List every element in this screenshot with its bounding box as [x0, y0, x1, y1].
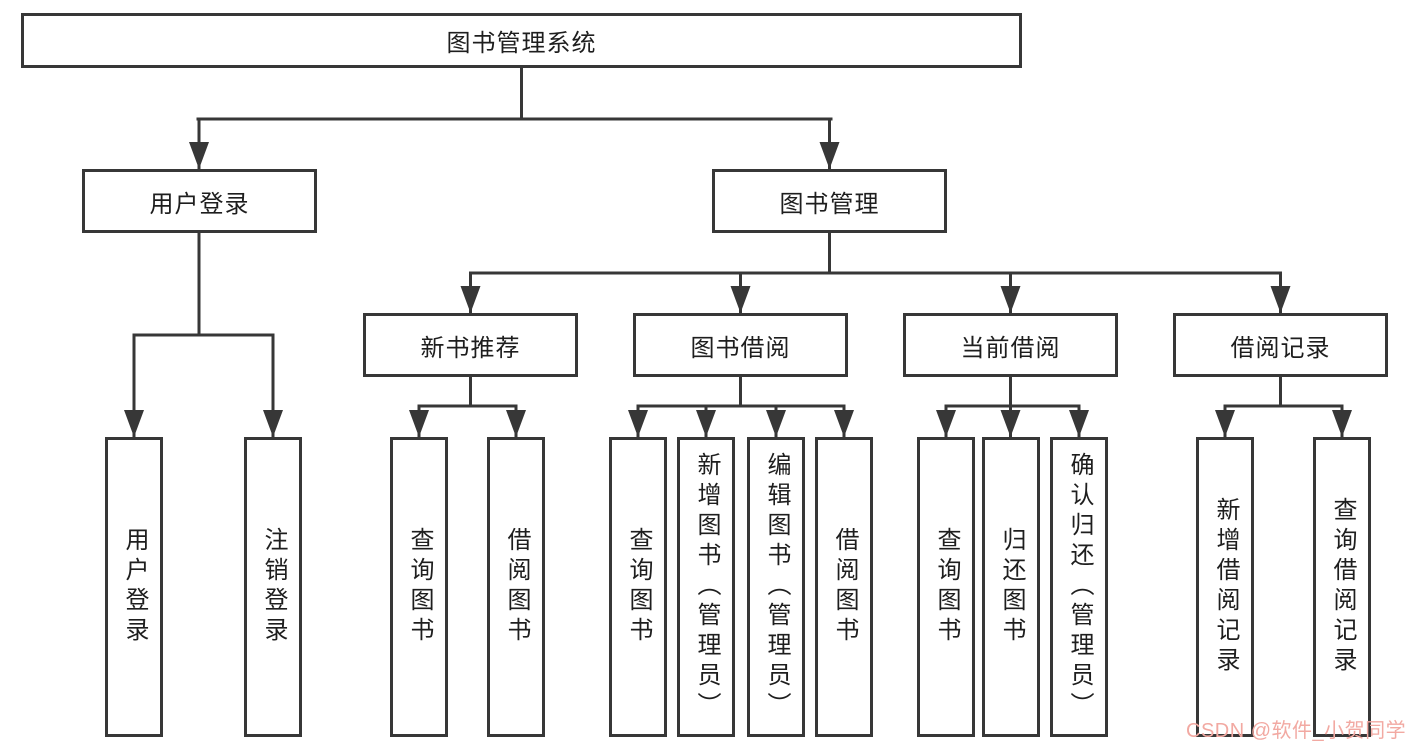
leaf-confirm-return-admin-label: 确认归还（管理员） — [1066, 452, 1093, 722]
node-book-borrowing-label: 图书借阅 — [690, 334, 791, 362]
node-user-login: 用户登录 — [82, 169, 317, 233]
leaf-query-books-recommend-label: 查询图书 — [406, 527, 433, 647]
node-borrowing-records: 借阅记录 — [1173, 313, 1388, 377]
node-book-borrowing: 图书借阅 — [633, 313, 848, 377]
leaf-return-book-label: 归还图书 — [998, 527, 1025, 647]
leaf-borrow-books-recommend: 借阅图书 — [487, 437, 545, 737]
leaf-user-login: 用户登录 — [105, 437, 163, 737]
leaf-query-borrow-record: 查询借阅记录 — [1313, 437, 1371, 737]
node-user-login-label: 用户登录 — [149, 190, 250, 218]
connector-book-mgmt-to-level3 — [469, 231, 1282, 315]
leaf-confirm-return-admin: 确认归还（管理员） — [1050, 437, 1108, 737]
watermark: CSDN @软件_小贺同学 — [1186, 720, 1405, 742]
connector-records-group — [1223, 375, 1344, 439]
arrowheads — [124, 142, 1352, 437]
leaf-add-book-admin: 新增图书（管理员） — [677, 437, 735, 737]
leaf-query-books-current: 查询图书 — [917, 437, 975, 737]
connector-new-book-group — [417, 375, 518, 439]
leaf-edit-book-admin-label: 编辑图书（管理员） — [763, 452, 790, 722]
leaf-borrow-books-label: 借阅图书 — [831, 527, 858, 647]
node-current-borrowing: 当前借阅 — [903, 313, 1118, 377]
leaf-add-borrow-record: 新增借阅记录 — [1196, 437, 1254, 737]
leaf-query-books-borrow-label: 查询图书 — [625, 527, 652, 647]
node-new-book-recommendation-label: 新书推荐 — [420, 334, 521, 362]
leaf-user-login-label: 用户登录 — [121, 527, 148, 647]
connector-root-to-level2 — [196, 66, 833, 171]
leaf-query-books-borrow: 查询图书 — [609, 437, 667, 737]
node-book-management: 图书管理 — [712, 169, 947, 233]
node-new-book-recommendation: 新书推荐 — [363, 313, 578, 377]
leaf-return-book: 归还图书 — [982, 437, 1040, 737]
leaf-edit-book-admin: 编辑图书（管理员） — [747, 437, 805, 737]
leaf-query-books-current-label: 查询图书 — [933, 527, 960, 647]
node-root-label: 图书管理系统 — [446, 30, 597, 57]
node-root: 图书管理系统 — [21, 13, 1022, 68]
connector-user-login-group — [132, 231, 275, 439]
leaf-query-books-recommend: 查询图书 — [390, 437, 448, 737]
leaf-borrow-books-recommend-label: 借阅图书 — [503, 527, 530, 647]
leaf-query-borrow-record-label: 查询借阅记录 — [1329, 497, 1356, 677]
leaf-add-borrow-record-label: 新增借阅记录 — [1212, 497, 1239, 677]
leaf-borrow-books: 借阅图书 — [815, 437, 873, 737]
leaf-logout-label: 注销登录 — [260, 527, 287, 647]
node-current-borrowing-label: 当前借阅 — [960, 334, 1061, 362]
connector-book-borrow-group — [636, 375, 846, 439]
leaf-add-book-admin-label: 新增图书（管理员） — [693, 452, 720, 722]
node-borrowing-records-label: 借阅记录 — [1230, 334, 1331, 362]
node-book-management-label: 图书管理 — [779, 190, 880, 218]
leaf-logout: 注销登录 — [244, 437, 302, 737]
